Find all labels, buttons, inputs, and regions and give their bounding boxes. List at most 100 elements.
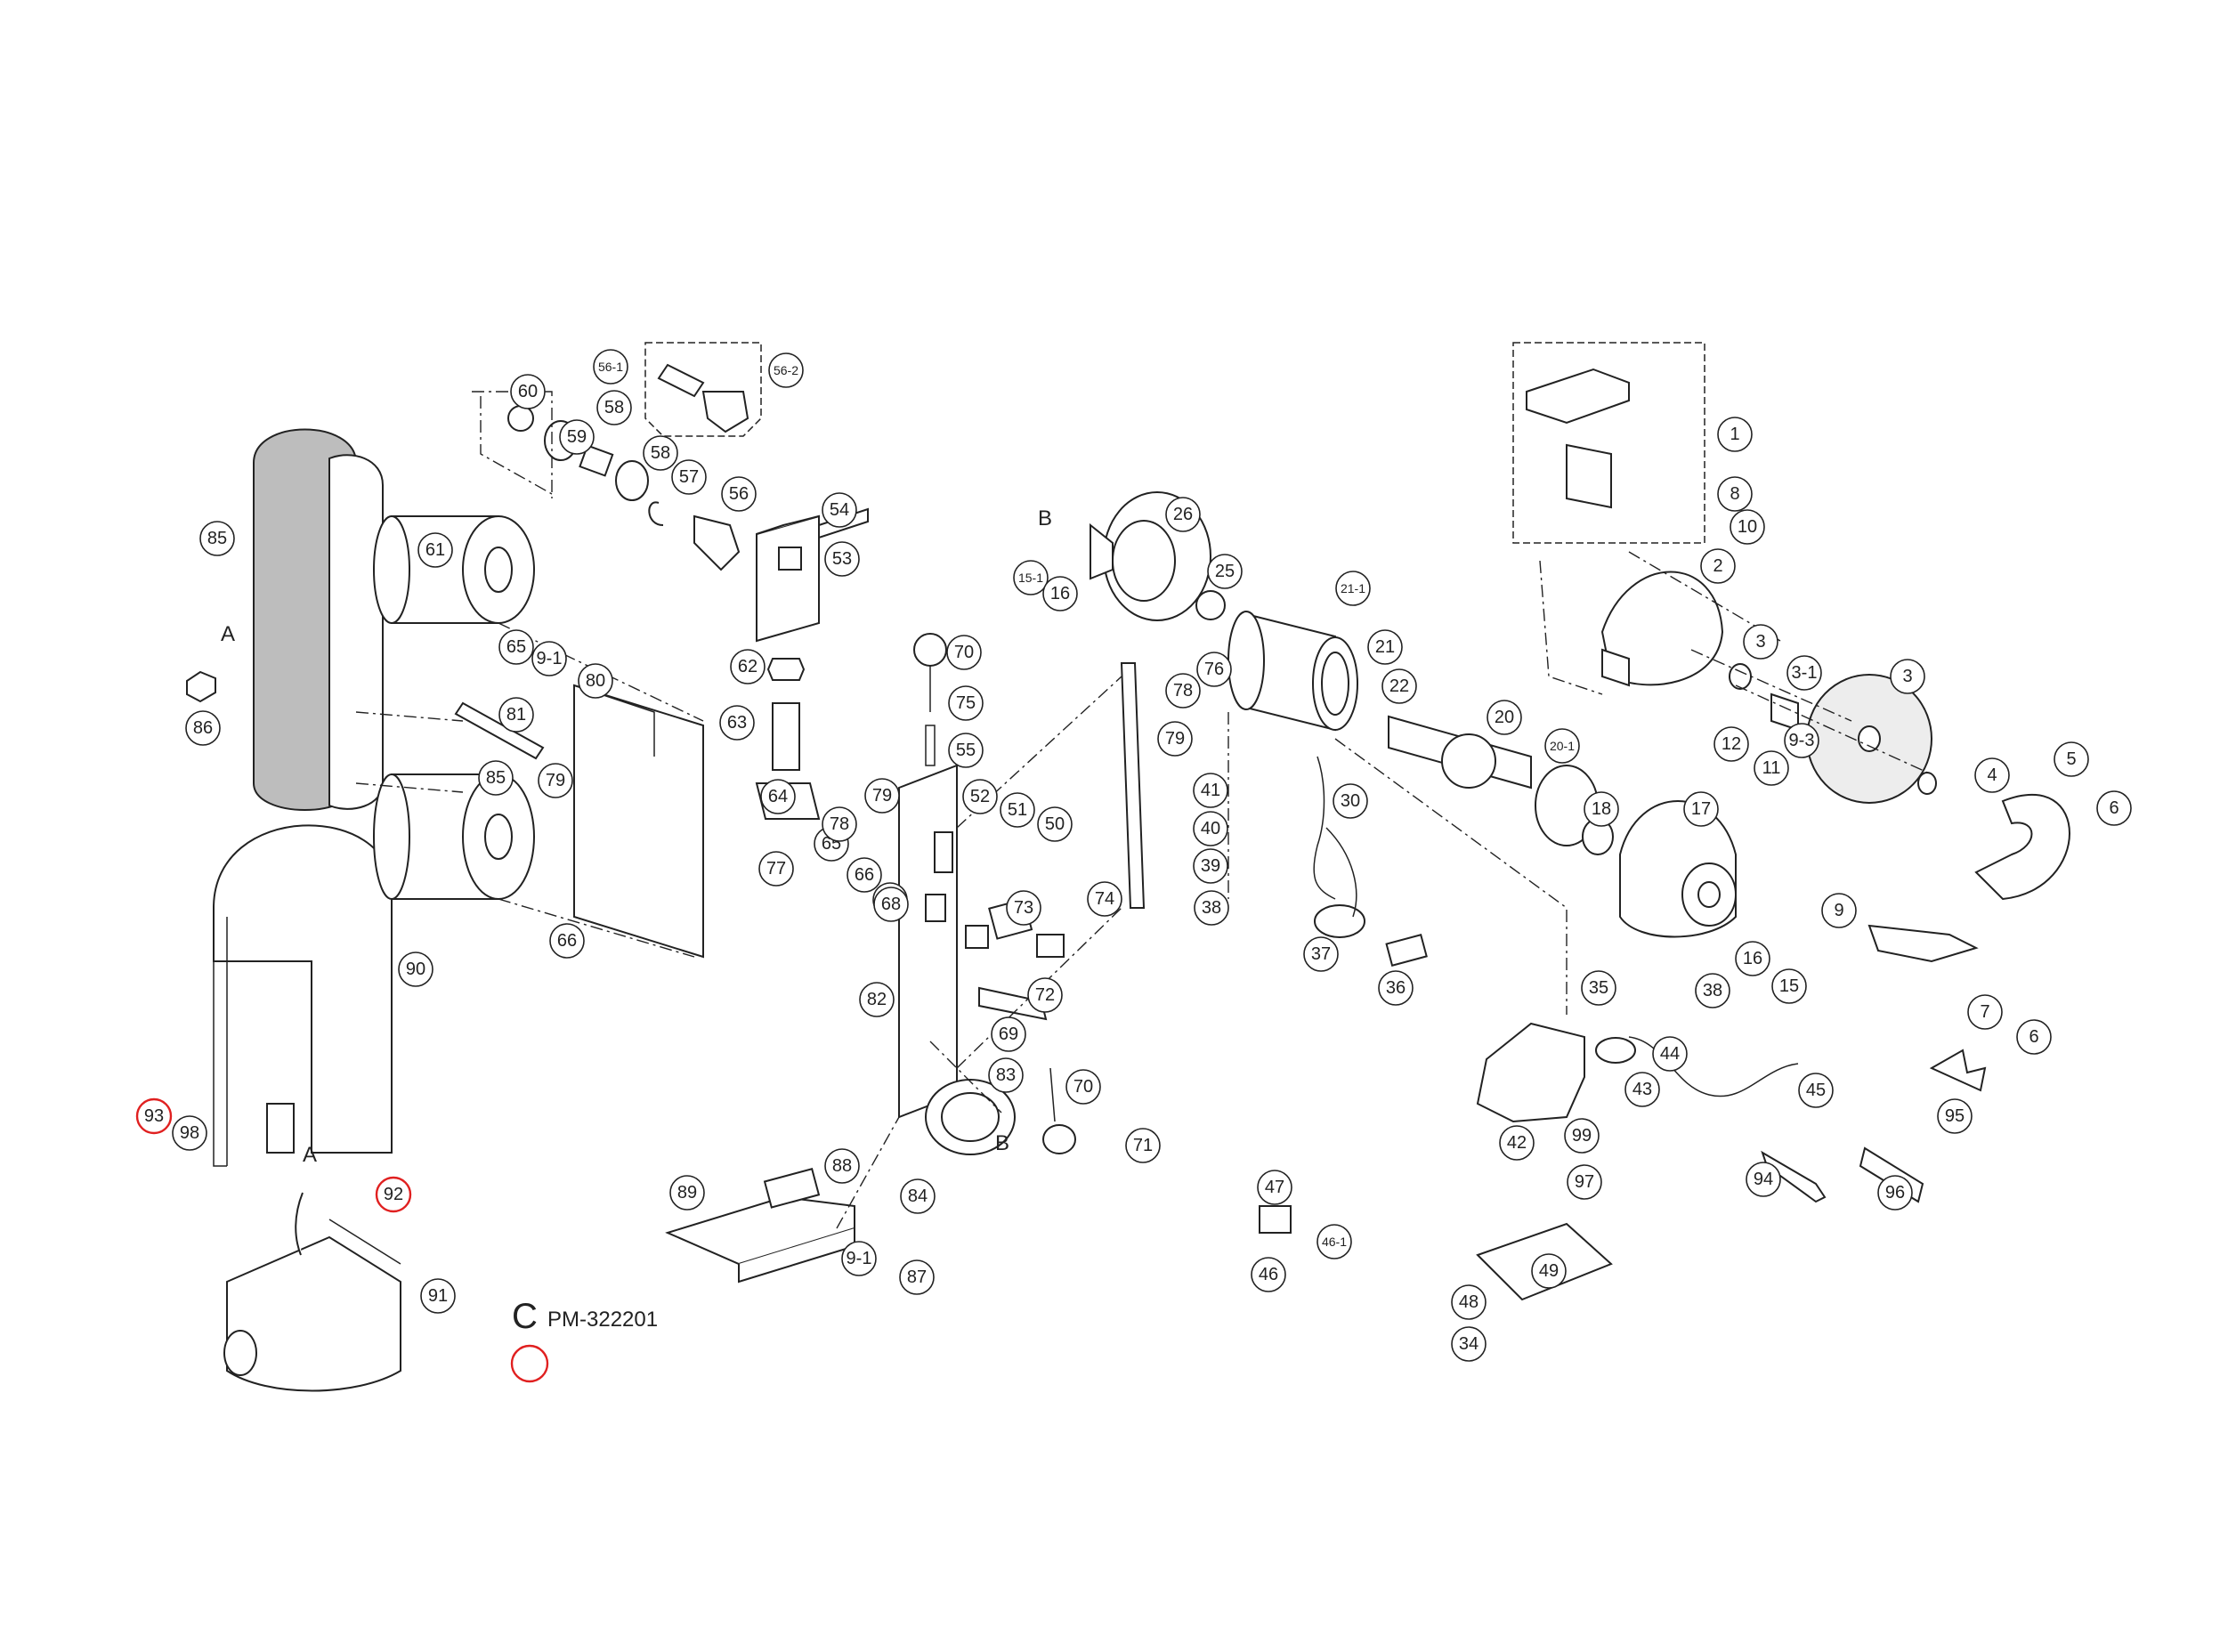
- callout-51: 51: [1000, 792, 1035, 828]
- legend-letter: C: [512, 1297, 538, 1336]
- callout-number: 5: [2066, 749, 2076, 769]
- callout-95: 95: [1937, 1098, 1973, 1134]
- callout-circle: [1487, 700, 1522, 735]
- callout-93: 93: [135, 1097, 173, 1135]
- callout-circle: [1165, 497, 1201, 532]
- callout-circle: [1743, 624, 1778, 660]
- callout-circle: [946, 635, 982, 670]
- callout-15-1: 15-1: [1013, 560, 1049, 595]
- callout-71: 71: [1125, 1128, 1161, 1163]
- callout-circle: [1624, 1072, 1660, 1107]
- callout-circle: [864, 778, 900, 814]
- section-b-bottom: B: [995, 1131, 1009, 1155]
- callout-number: 46-1: [1322, 1235, 1347, 1249]
- callout-3-1: 3-1: [1786, 655, 1822, 691]
- callout-circle: [1193, 773, 1228, 808]
- callout-3: 3: [1743, 624, 1778, 660]
- callout-number: 91: [428, 1286, 448, 1306]
- callout-number: 35: [1589, 978, 1608, 998]
- callout-circle: [1316, 1224, 1352, 1259]
- callout-number: 85: [207, 529, 227, 548]
- callout-76: 76: [1196, 652, 1232, 687]
- callout-56: 56: [721, 476, 757, 512]
- callout-circle: [1333, 783, 1368, 819]
- callout-circle: [671, 459, 707, 495]
- callout-5: 5: [2054, 741, 2089, 777]
- callout-number: 92: [384, 1185, 403, 1204]
- callout-number: 26: [1173, 505, 1193, 524]
- capacitor-37: [1314, 904, 1428, 967]
- callout-number: 9: [1834, 901, 1843, 920]
- callout-number: 55: [956, 741, 976, 760]
- callout-number: 90: [406, 960, 425, 979]
- callout-circle: [643, 435, 678, 471]
- callout-number: 58: [604, 398, 624, 417]
- callout-6: 6: [2016, 1019, 2052, 1055]
- callout-number: 85: [486, 768, 506, 788]
- callout-number: 70: [954, 643, 974, 662]
- callout-number: 76: [1204, 660, 1224, 679]
- callout-number: 87: [907, 1267, 927, 1287]
- callout-number: 58: [651, 443, 670, 463]
- callout-9: 9: [1821, 893, 1857, 928]
- drum-61: [373, 515, 535, 624]
- column-84: [898, 764, 958, 1119]
- callout-number: 72: [1035, 985, 1055, 1005]
- callout-number: 60: [518, 382, 538, 401]
- callout-number: 3: [1902, 667, 1912, 686]
- callout-16: 16: [1042, 576, 1078, 611]
- callout-4: 4: [1974, 757, 2010, 793]
- callout-3: 3: [1890, 659, 1925, 694]
- callout-66: 66: [549, 923, 585, 959]
- callout-number: 44: [1660, 1044, 1680, 1064]
- callout-18: 18: [1584, 791, 1619, 827]
- callout-circle: [2054, 741, 2089, 777]
- callout-99: 99: [1564, 1118, 1600, 1154]
- callout-10: 10: [1730, 509, 1765, 545]
- plate-82: [573, 684, 704, 959]
- callout-number: 41: [1201, 781, 1220, 800]
- callout-circle: [1717, 417, 1753, 452]
- callout-number: 38: [1202, 898, 1221, 918]
- callout-circle: [948, 685, 984, 721]
- callout-65: 65: [498, 629, 534, 665]
- callout-number: 9-3: [1789, 731, 1815, 750]
- callout-number: 17: [1691, 799, 1711, 819]
- callout-22: 22: [1381, 668, 1417, 704]
- callout-circle: [1746, 1162, 1781, 1197]
- callout-56-2: 56-2: [768, 352, 804, 388]
- callout-circle: [873, 887, 909, 922]
- callout-circle: [768, 352, 804, 388]
- callout-circle: [1754, 750, 1789, 786]
- callout-circle: [822, 806, 857, 842]
- callout-circle: [1567, 1164, 1602, 1200]
- callout-45: 45: [1798, 1073, 1834, 1108]
- callout-number: 34: [1459, 1334, 1479, 1354]
- callout-77: 77: [758, 851, 794, 887]
- sanding-belt: [253, 428, 384, 811]
- callout-78: 78: [822, 806, 857, 842]
- callout-circle: [1257, 1170, 1292, 1205]
- callout-56-1: 56-1: [593, 349, 628, 385]
- callout-circle: [1499, 1125, 1535, 1161]
- callout-number: 96: [1885, 1183, 1905, 1203]
- callout-number: 56-2: [774, 363, 798, 377]
- callout-69: 69: [991, 1016, 1026, 1052]
- callout-circle: [1700, 548, 1736, 584]
- callout-20: 20: [1487, 700, 1522, 735]
- callout-number: 88: [832, 1156, 852, 1176]
- callout-number: 12: [1722, 734, 1741, 754]
- callout-number: 73: [1014, 898, 1033, 918]
- callout-87: 87: [899, 1259, 935, 1295]
- callout-circle: [1652, 1036, 1688, 1072]
- callout-number: 4: [1987, 765, 1997, 785]
- callout-82: 82: [859, 982, 895, 1017]
- callout-46-1: 46-1: [1316, 1224, 1352, 1259]
- callout-circle: [1798, 1073, 1834, 1108]
- callout-circle: [1335, 571, 1371, 606]
- callout-38: 38: [1695, 973, 1730, 1008]
- callout-number: 53: [832, 549, 852, 569]
- callout-number: 64: [768, 787, 788, 806]
- callout-number: 20: [1495, 708, 1514, 727]
